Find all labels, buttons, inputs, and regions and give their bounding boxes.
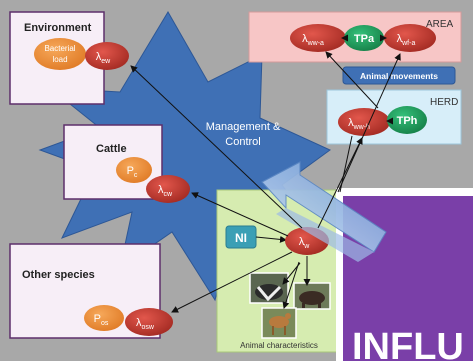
lambda-w-label: λw bbox=[299, 236, 311, 250]
arrow-to-area-wfa bbox=[337, 53, 401, 193]
boar-icon bbox=[293, 282, 331, 310]
lambda-ew-label: λew bbox=[96, 51, 111, 65]
management-label-line1: Management & bbox=[206, 121, 281, 133]
lambda-osw-label: λosw bbox=[136, 317, 155, 331]
animal-movements-banner bbox=[342, 66, 456, 85]
animal-movements-label: Animal movements bbox=[360, 71, 438, 81]
tpa-node bbox=[344, 25, 384, 51]
lambda-ew-node bbox=[85, 42, 129, 70]
badger-icon bbox=[249, 272, 289, 304]
deer-icon bbox=[261, 307, 297, 339]
arrow-herd-area bbox=[325, 51, 379, 109]
p-os-label: Pos bbox=[94, 313, 109, 327]
ni-label: NI bbox=[235, 231, 247, 245]
tph-node bbox=[387, 106, 427, 134]
lambda-ww-a-label: λww-a bbox=[302, 33, 324, 47]
p-c-label: Pc bbox=[127, 165, 138, 179]
tph-label: TPh bbox=[397, 115, 418, 127]
lambda-ww-h-node bbox=[338, 108, 390, 136]
lambda-cw-node bbox=[146, 175, 190, 203]
arrow-lambdaw-herd bbox=[317, 137, 363, 229]
environment-title: Environment bbox=[24, 22, 92, 34]
arrow-lambdaw-otherspecies bbox=[171, 251, 293, 313]
bacterial-load-node bbox=[34, 38, 86, 70]
tpa-label: TPa bbox=[354, 33, 375, 45]
arrow-lambdaw-deer bbox=[282, 261, 300, 309]
lambda-cw-label: λcw bbox=[158, 184, 173, 198]
big-arrow-icon bbox=[261, 161, 387, 262]
other-species-title: Other species bbox=[22, 269, 95, 281]
arrow-lambdaw-environment bbox=[130, 65, 303, 229]
lambda-wf-a-node bbox=[384, 24, 436, 52]
lambda-ww-a-node bbox=[290, 24, 346, 52]
slide-partial-text: INFLU bbox=[352, 326, 464, 361]
animal-characteristics-caption: Animal characteristics bbox=[240, 341, 318, 350]
arrow-ni-lambdaw bbox=[255, 235, 287, 243]
herd-title: HERD bbox=[430, 97, 458, 108]
management-label-line2: Control bbox=[225, 136, 260, 148]
bacterial-load-label-1: Bacterial bbox=[44, 44, 75, 53]
lambda-wf-a-label: λwf-a bbox=[397, 33, 416, 47]
arrow-lambdaw-cattle bbox=[191, 192, 289, 237]
lambda-osw-node bbox=[125, 308, 173, 336]
cattle-title: Cattle bbox=[96, 143, 127, 155]
arrow-wildlife-herd-2 bbox=[339, 135, 353, 193]
p-c-node bbox=[116, 157, 152, 183]
lambda-ww-h-label: λww-h bbox=[348, 117, 370, 131]
bacterial-load-label-2: load bbox=[52, 55, 67, 64]
area-title: AREA bbox=[426, 19, 454, 30]
p-os-node bbox=[84, 305, 124, 331]
